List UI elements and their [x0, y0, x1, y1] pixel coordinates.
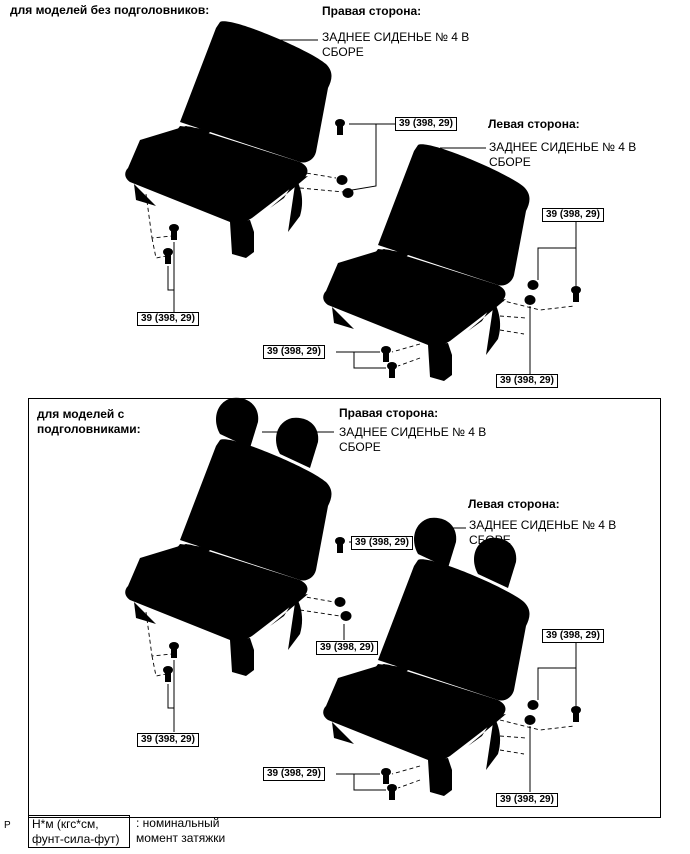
torque-label: 39 (398, 29) [137, 733, 199, 747]
bottom-right-side-label: Правая сторона: [339, 406, 439, 420]
with-headrests-frame [28, 398, 661, 818]
torque-label: 39 (398, 29) [542, 208, 604, 222]
legend-description-line2: момент затяжки [136, 831, 226, 845]
torque-label: 39 (398, 29) [496, 793, 558, 807]
legend-units-line1: Н*м (кгс*см, [32, 817, 99, 831]
torque-label: 39 (398, 29) [316, 641, 378, 655]
bottom-left-part-name-line1: ЗАДНЕЕ СИДЕНЬЕ № 4 В [469, 518, 617, 532]
torque-label: 39 (398, 29) [263, 345, 325, 359]
top-right-seat [125, 21, 332, 259]
torque-label: 39 (398, 29) [395, 117, 457, 131]
bottom-left-part-name-line2: СБОРЕ [469, 533, 511, 547]
torque-label: 39 (398, 29) [496, 374, 558, 388]
bottom-right-part-name-line1: ЗАДНЕЕ СИДЕНЬЕ № 4 В [339, 425, 487, 439]
top-right-part-name-line2: СБОРЕ [322, 45, 364, 59]
torque-label: 39 (398, 29) [137, 312, 199, 326]
top-left-side-label: Левая сторона: [488, 117, 580, 131]
top-left-part-name-line2: СБОРЕ [489, 155, 531, 169]
bottom-left-side-label: Левая сторона: [468, 497, 560, 511]
corner-mark: P [4, 820, 11, 831]
top-section-title: для моделей без подголовников: [10, 3, 210, 17]
bottom-section-title-line2: подголовниками: [37, 422, 141, 436]
torque-label: 39 (398, 29) [542, 629, 604, 643]
legend-units-line2: фунт-сила-фут) [32, 832, 120, 846]
bottom-section-title-line1: для моделей с [37, 407, 125, 421]
top-left-seat [323, 144, 530, 381]
legend-description-line1: : номинальный [136, 816, 220, 830]
top-right-part-name-line1: ЗАДНЕЕ СИДЕНЬЕ № 4 В [322, 30, 470, 44]
bottom-right-part-name-line2: СБОРЕ [339, 440, 381, 454]
torque-label: 39 (398, 29) [263, 767, 325, 781]
torque-label: 39 (398, 29) [351, 536, 413, 550]
legend-units-box: Н*м (кгс*см, фунт-сила-фут) [28, 815, 130, 848]
top-right-side-label: Правая сторона: [322, 4, 422, 18]
top-left-part-name-line1: ЗАДНЕЕ СИДЕНЬЕ № 4 В [489, 140, 637, 154]
